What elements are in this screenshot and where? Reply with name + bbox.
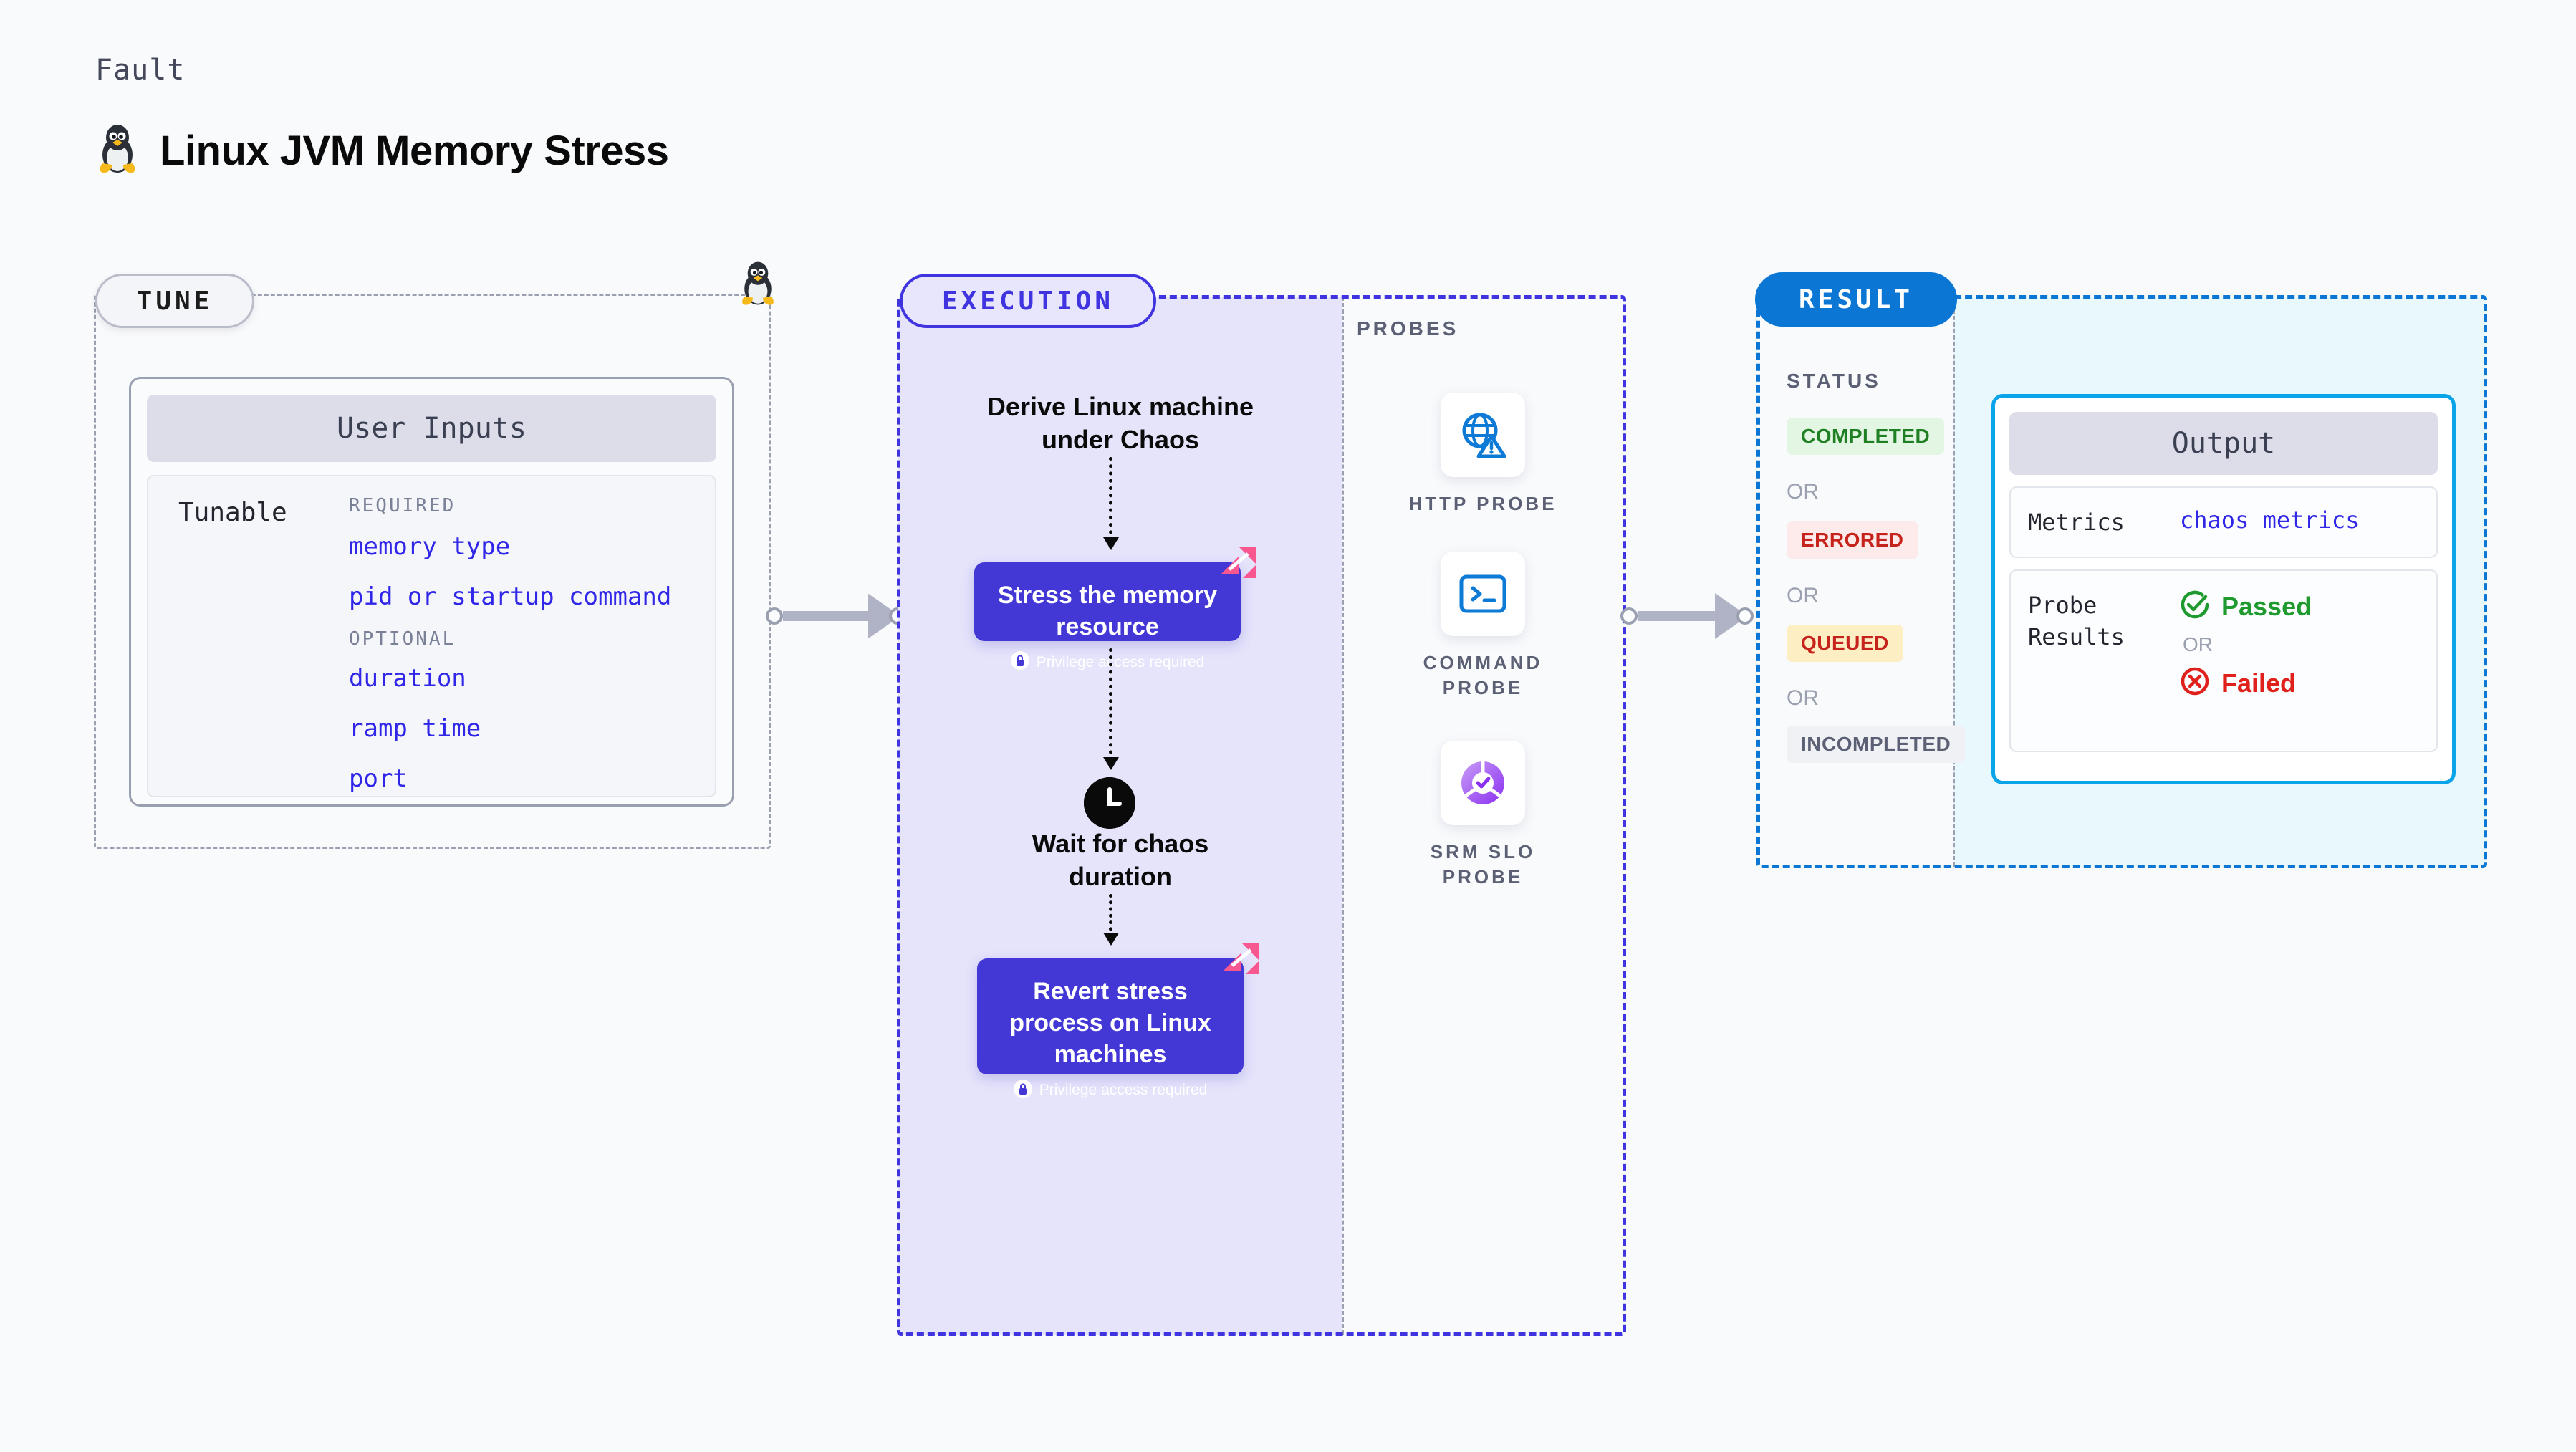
status-or-2: OR: [1787, 584, 1819, 607]
tunable-group-optional-label: OPTIONAL: [349, 628, 456, 650]
step-revert-stress-node[interactable]: Revert stress process on Linux machines …: [977, 943, 1259, 1098]
privilege-row: Privilege access required: [987, 651, 1228, 673]
terminal-icon: [1441, 552, 1525, 636]
execution-chip[interactable]: EXECUTION: [900, 274, 1156, 328]
status-badge-incompleted: INCOMPLETED: [1787, 726, 1966, 763]
tunable-section: Tunable REQUIRED memory type pid or star…: [147, 475, 716, 797]
step-revert-stress-title: Revert stress process on Linux machines: [1009, 978, 1211, 1069]
probe-result-failed-label: Failed: [2221, 668, 2297, 698]
status-badge-completed: COMPLETED: [1787, 418, 1945, 455]
execution-probes-divider: [1342, 297, 1344, 1335]
slo-donut-check-icon: [1441, 741, 1525, 825]
connector-start-dot: [766, 607, 783, 625]
output-probe-results-key: Probe Results: [2028, 592, 2125, 651]
output-metrics-row: Metrics chaos metrics: [2009, 486, 2438, 559]
connector-bar: [783, 611, 869, 621]
tunable-group-required-label: REQUIRED: [349, 495, 456, 516]
probe-result-passed: Passed: [2180, 590, 2312, 623]
result-panel: [1756, 295, 2487, 868]
tunable-memory-type[interactable]: memory type: [349, 532, 511, 561]
probe-command[interactable]: COMMAND PROBE: [1390, 552, 1576, 701]
connector-tune-to-execution: [766, 593, 906, 639]
status-or-3: OR: [1787, 686, 1819, 710]
step-wait-for-chaos-duration: Wait for chaos duration: [1032, 829, 1209, 892]
probe-results-values: Passed OR Failed: [2180, 590, 2312, 700]
privilege-row: Privilege access required: [990, 1079, 1231, 1102]
tunable-label: Tunable: [178, 498, 287, 527]
probe-http-label: HTTP PROBE: [1408, 493, 1557, 514]
step-stress-memory-title: Stress the memory resource: [997, 582, 1218, 641]
page-title-text: Linux JVM Memory Stress: [160, 128, 669, 174]
lock-icon: [1010, 651, 1029, 673]
flow-arrow-3-icon: [1103, 894, 1119, 946]
probe-command-label: COMMAND PROBE: [1423, 652, 1543, 699]
fault-kicker: Fault: [95, 54, 186, 87]
flow-arrow-2-icon: [1103, 648, 1119, 770]
privilege-note: Privilege access required: [1036, 653, 1205, 670]
tunable-pid-or-startup-command[interactable]: pid or startup command: [349, 582, 672, 611]
result-output-divider: [1953, 297, 1955, 867]
privilege-note: Privilege access required: [1039, 1082, 1208, 1099]
output-probe-results-row: Probe Results Passed OR: [2009, 569, 2438, 753]
litmus-chaos-icon: [1219, 545, 1258, 585]
tune-linux-penguin-icon: [738, 259, 778, 312]
litmus-chaos-icon: [1222, 941, 1261, 981]
probe-result-or: OR: [2183, 633, 2213, 656]
connector-execution-to-result: [1620, 593, 1754, 639]
user-inputs-title: User Inputs: [147, 395, 716, 462]
flow-arrow-1-icon: [1103, 457, 1119, 550]
status-badge-errored: ERRORED: [1787, 521, 1918, 559]
probe-srm-slo[interactable]: SRM SLO PROBE: [1390, 741, 1576, 890]
globe-warning-icon: [1441, 393, 1525, 477]
tune-chip[interactable]: TUNE: [95, 274, 254, 328]
tune-panel: [94, 294, 771, 849]
status-badge-queued: QUEUED: [1787, 625, 1903, 662]
linux-penguin-icon: [95, 122, 140, 180]
user-inputs-card: User Inputs Tunable REQUIRED memory type…: [129, 377, 734, 807]
probe-result-failed: Failed: [2180, 666, 2312, 700]
connector-end-dot: [1736, 607, 1754, 625]
connector-bar: [1638, 611, 1716, 621]
step-stress-memory-node[interactable]: Stress the memory resource Privilege acc…: [974, 547, 1256, 670]
tunable-port[interactable]: port: [349, 764, 408, 793]
output-metrics-value[interactable]: chaos metrics: [2180, 506, 2360, 534]
output-title: Output: [2009, 412, 2438, 475]
x-circle-icon: [2180, 666, 2210, 700]
probe-result-passed-label: Passed: [2221, 591, 2312, 621]
execution-probes-panel: [897, 295, 1626, 1336]
tunable-duration[interactable]: duration: [349, 664, 466, 693]
step-derive-linux-machine: Derive Linux machine under Chaos: [986, 392, 1254, 455]
probes-title: PROBES: [1357, 317, 1459, 340]
probe-http[interactable]: HTTP PROBE: [1390, 393, 1576, 516]
clock-icon: [1084, 777, 1135, 829]
probe-srm-slo-label: SRM SLO PROBE: [1430, 841, 1536, 888]
check-circle-icon: [2180, 590, 2210, 623]
status-or-1: OR: [1787, 480, 1819, 504]
result-chip[interactable]: RESULT: [1755, 272, 1957, 327]
status-title: STATUS: [1787, 370, 1881, 392]
output-metrics-key: Metrics: [2028, 509, 2125, 536]
connector-start-dot: [1620, 607, 1638, 625]
lock-icon: [1013, 1079, 1032, 1102]
tunable-list: REQUIRED memory type pid or startup comm…: [349, 495, 701, 793]
page-title: Linux JVM Memory Stress: [95, 122, 669, 180]
output-card: Output Metrics chaos metrics Probe Resul…: [1991, 394, 2456, 784]
tunable-ramp-time[interactable]: ramp time: [349, 714, 481, 743]
